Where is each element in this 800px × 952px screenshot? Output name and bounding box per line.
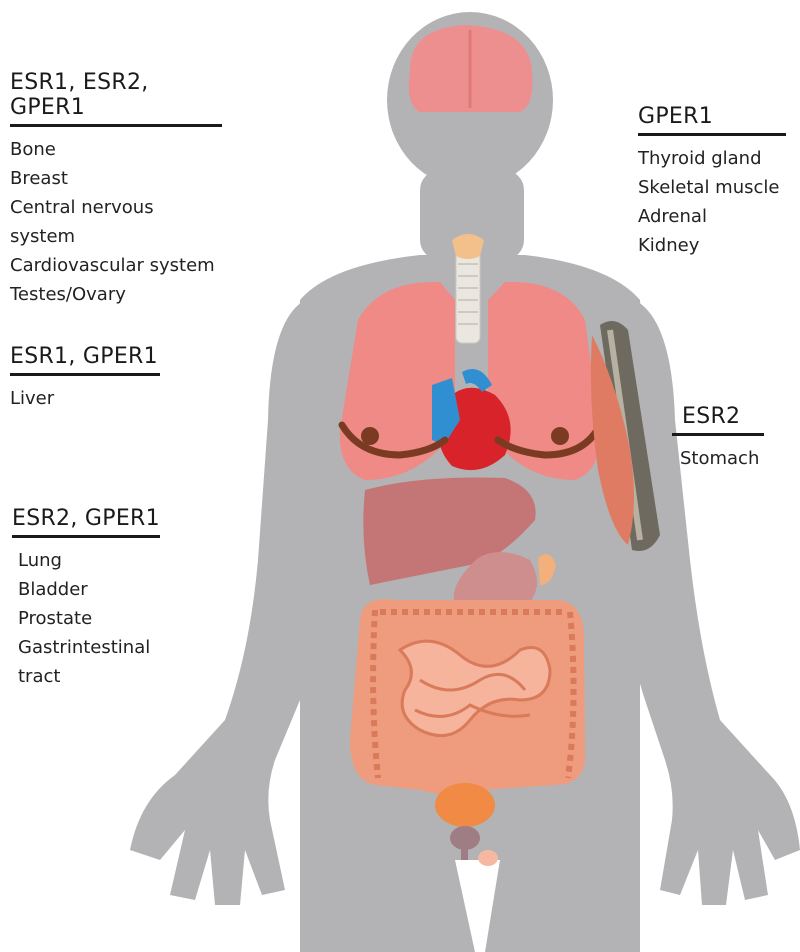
list-item: Bladder	[18, 575, 160, 604]
brain	[409, 25, 533, 112]
group-esr2: ESR2 Stomach	[672, 404, 764, 473]
group-list: Lung Bladder Prostate Gastrintestinal tr…	[18, 546, 160, 691]
group-esr1-esr2-gper1: ESR1, ESR2, GPER1 Bone Breast Central ne…	[10, 70, 222, 309]
list-item: Testes/Ovary	[10, 280, 222, 309]
list-item: Kidney	[638, 231, 786, 260]
bladder	[435, 783, 495, 827]
list-item: Liver	[10, 384, 160, 413]
list-item: Thyroid gland	[638, 144, 786, 173]
testis	[478, 850, 498, 866]
group-esr1-gper1: ESR1, GPER1 Liver	[10, 344, 160, 413]
group-list: Stomach	[672, 444, 764, 473]
group-gper1: GPER1 Thyroid gland Skeletal muscle Adre…	[638, 104, 786, 260]
list-item: Prostate	[18, 604, 160, 633]
group-esr2-gper1: ESR2, GPER1 Lung Bladder Prostate Gastri…	[12, 506, 160, 691]
group-heading-rule	[672, 433, 764, 436]
list-item: Lung	[18, 546, 160, 575]
group-heading: GPER1	[638, 104, 713, 133]
group-heading: ESR1, GPER1	[10, 344, 158, 373]
group-list: Liver	[10, 384, 160, 413]
group-heading: ESR1, ESR2, GPER1	[10, 70, 222, 124]
intestines	[350, 599, 585, 795]
list-item: Breast	[10, 164, 222, 193]
list-item: Central nervous system	[10, 193, 222, 251]
thyroid	[452, 234, 484, 259]
list-item: Bone	[10, 135, 222, 164]
group-heading-rule	[638, 133, 786, 136]
group-heading-rule	[10, 124, 222, 127]
list-item: Adrenal	[638, 202, 786, 231]
group-heading-rule	[12, 535, 160, 538]
urethra	[461, 845, 468, 860]
group-list: Bone Breast Central nervous system Cardi…	[10, 135, 222, 309]
group-heading: ESR2, GPER1	[12, 506, 160, 535]
list-item: Gastrintestinal tract	[18, 633, 160, 691]
group-list: Thyroid gland Skeletal muscle Adrenal Ki…	[638, 144, 786, 260]
list-item: Skeletal muscle	[638, 173, 786, 202]
list-item: Cardiovascular system	[10, 251, 222, 280]
group-heading: ESR2	[672, 404, 740, 433]
list-item: Stomach	[672, 444, 764, 473]
group-heading-rule	[10, 373, 160, 376]
